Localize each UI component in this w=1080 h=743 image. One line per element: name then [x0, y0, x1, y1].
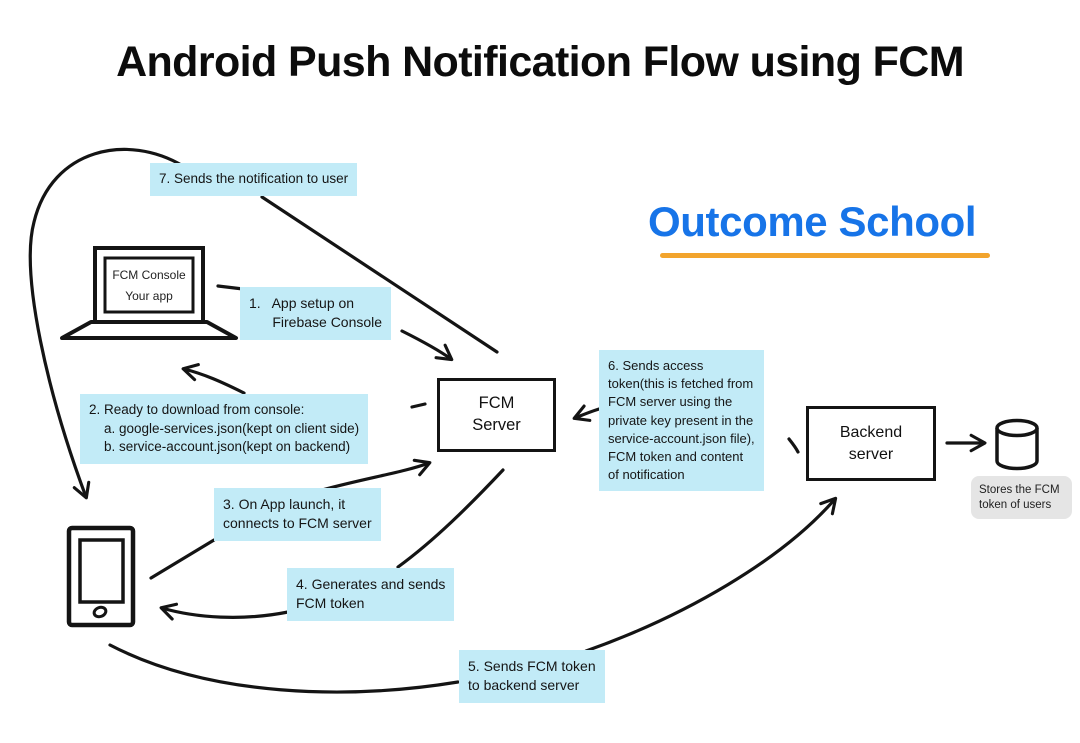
arrow-step7-curve-to-phone	[28, 147, 185, 500]
arrow-step7-tail-from-fcm	[260, 195, 499, 354]
backend-server-box: Backend server	[806, 406, 936, 481]
fcm-server-box: FCM Server	[437, 378, 556, 452]
step-7-label: 7. Sends the notification to user	[150, 163, 358, 196]
arrow-step5-to-backend	[584, 496, 838, 653]
watermark: Outcome School	[648, 198, 990, 258]
phone-icon	[66, 525, 136, 628]
step-2-label: 2. Ready to download from console: a. go…	[80, 394, 369, 464]
laptop-icon	[60, 246, 238, 340]
watermark-text: Outcome School	[648, 198, 977, 245]
watermark-underline	[660, 253, 990, 258]
laptop-screen-line2: Your app	[125, 288, 173, 303]
line-phone-to-step3	[149, 538, 216, 580]
step-4-label: 4. Generates and sends FCM token	[287, 568, 455, 621]
step-5-label: 5. Sends FCM token to backend server	[459, 650, 605, 703]
connector-laptop-step1	[216, 284, 245, 291]
connector-step2-fcm	[410, 402, 427, 409]
step-1-label: 1. App setup on Firebase Console	[240, 287, 392, 340]
arrow-step2-to-laptop	[181, 363, 246, 395]
arrow-step4-to-phone	[159, 602, 290, 621]
database-icon	[995, 418, 1039, 471]
laptop-screen-line1: FCM Console	[112, 267, 186, 282]
connector-step6-backend	[787, 437, 800, 454]
db-note: Stores the FCM token of users	[971, 476, 1072, 519]
arrow-step3-to-fcm-server	[320, 458, 432, 492]
laptop-screen-text: FCM Console Your app	[104, 258, 194, 312]
arrow-step1-to-fcm-server	[400, 329, 454, 362]
page-title: Android Push Notification Flow using FCM	[116, 38, 964, 86]
line-fcm-to-step4	[396, 468, 505, 569]
step-3-label: 3. On App launch, it connects to FCM ser…	[214, 488, 381, 541]
step-6-label: 6. Sends access token(this is fetched fr…	[599, 350, 764, 492]
line-phone-to-step5	[108, 643, 460, 694]
